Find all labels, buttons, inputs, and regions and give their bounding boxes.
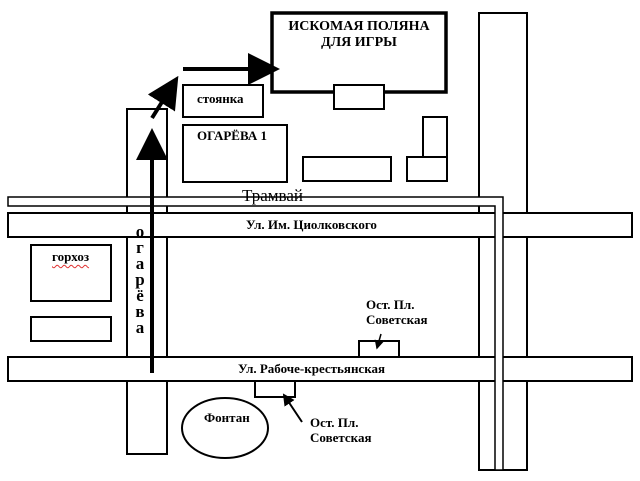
fountain-ellipse xyxy=(181,397,269,459)
ogareva-letter: а xyxy=(135,254,145,273)
tsiolkovsky-street xyxy=(7,212,633,238)
ogareva-street xyxy=(126,108,168,455)
building-square-box xyxy=(406,156,448,182)
target-entrance-box xyxy=(333,84,385,110)
lower-stop-box xyxy=(254,380,296,398)
gorkhoz-label: горхоз xyxy=(52,249,90,264)
ogareva-letter: в xyxy=(135,302,145,321)
target-field-label: ИСКОМАЯ ПОЛЯНА ДЛЯ ИГРЫ xyxy=(272,19,446,51)
gorkhoz-box xyxy=(30,244,112,302)
tram-line xyxy=(7,196,504,471)
lower-stop-label: Ост. Пл. Советская xyxy=(310,415,372,446)
upper-stop-pointer xyxy=(374,333,384,350)
building-tall-box xyxy=(422,116,448,158)
tsiolkovsky-label: Ул. Им. Циолковского xyxy=(246,217,377,232)
ogareva-letter: а xyxy=(135,318,145,337)
small-building-box xyxy=(30,316,112,342)
raboche-label: Ул. Рабоче-крестьянская xyxy=(238,361,386,376)
upper-stop-label: Ост. Пл. Советская xyxy=(366,297,428,328)
tram-label: Трамвай xyxy=(242,186,303,205)
ogareva-letter: ё xyxy=(136,286,144,305)
target-line-2: ДЛЯ ИГРЫ xyxy=(321,35,397,51)
ogareva-letter: г xyxy=(136,238,144,257)
upper-stop-line-1: Ост. Пл. xyxy=(366,297,415,312)
ogareva-intersection-fill-2 xyxy=(128,358,166,380)
ogareva1-label: ОГАРЁВА 1 xyxy=(197,128,267,143)
parking-box xyxy=(182,84,264,118)
ogareva-vertical-label: о г а р ё в а xyxy=(130,222,150,337)
ogareva1-box xyxy=(182,124,288,183)
lower-stop-line-2: Советская xyxy=(310,429,372,445)
parking-label: стоянка xyxy=(197,91,244,106)
ogareva-intersection-fill-1 xyxy=(128,214,166,236)
upper-stop-line-2: Советская xyxy=(366,311,428,327)
ogareva-letter: р xyxy=(135,270,145,289)
fountain-label: Фонтан xyxy=(204,410,250,425)
lower-stop-line-1: Ост. Пл. xyxy=(310,415,359,430)
lower-stop-pointer xyxy=(282,393,303,423)
raboche-street xyxy=(7,356,633,382)
route-arrow-diagonal xyxy=(147,75,179,120)
target-line-1: ИСКОМАЯ ПОЛЯНА xyxy=(288,19,430,34)
ogareva-letter: о xyxy=(135,222,145,241)
building-long-box xyxy=(302,156,392,182)
